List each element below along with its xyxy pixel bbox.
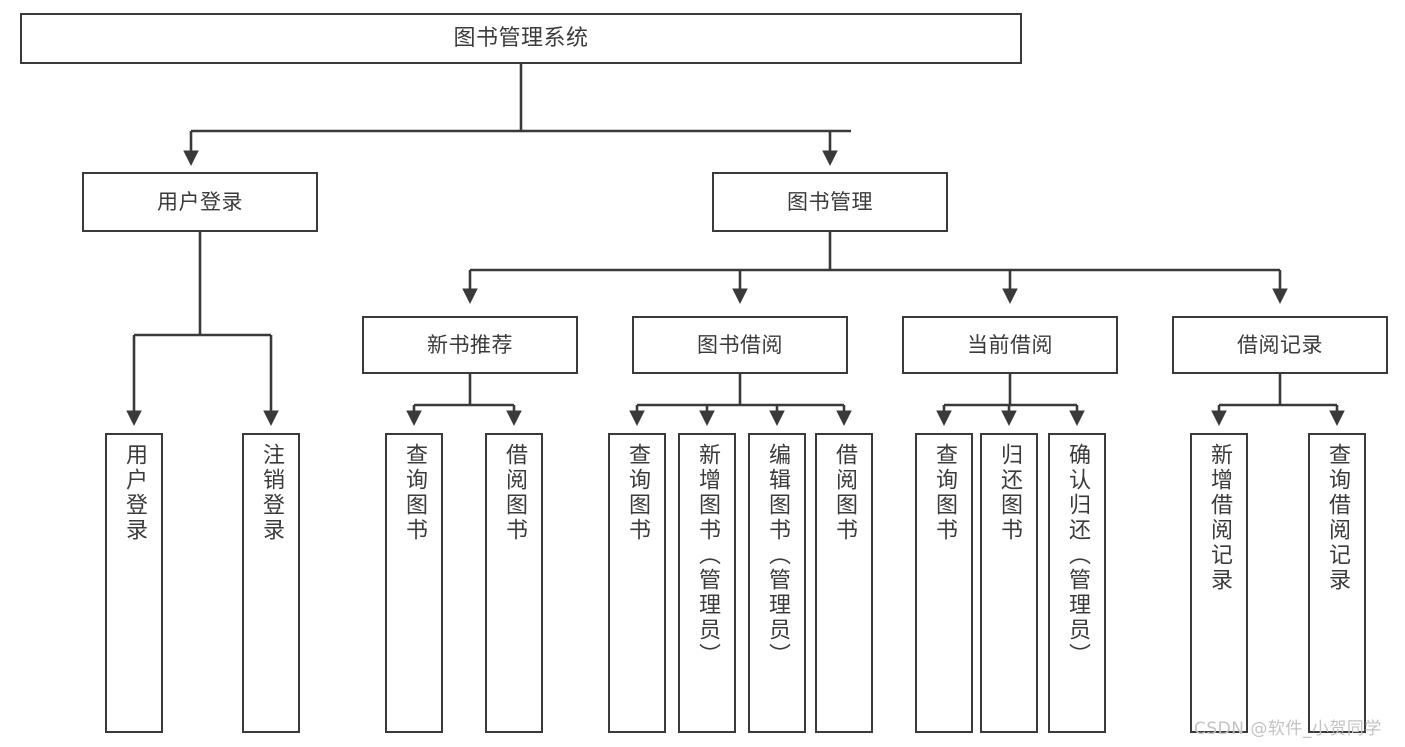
node-leaf-borrow-book-1[interactable]: 借阅图书 xyxy=(485,433,543,733)
node-book-manage[interactable]: 图书管理 xyxy=(712,172,948,232)
node-leaf-edit-book-label: 编辑图书（管理员） xyxy=(765,443,790,668)
node-leaf-query-record-label: 查询借阅记录 xyxy=(1325,443,1350,593)
node-book-borrow[interactable]: 图书借阅 xyxy=(632,316,848,374)
node-leaf-user-login[interactable]: 用户登录 xyxy=(105,433,163,733)
node-leaf-query-book-1-label: 查询图书 xyxy=(402,443,427,543)
node-leaf-add-book-label: 新增图书（管理员） xyxy=(695,443,720,668)
node-leaf-confirm-return-label: 确认归还（管理员） xyxy=(1065,443,1090,668)
node-root[interactable]: 图书管理系统 xyxy=(20,13,1022,64)
node-borrow-record-label: 借阅记录 xyxy=(1237,332,1323,357)
node-book-manage-label: 图书管理 xyxy=(787,189,873,214)
node-borrow-record[interactable]: 借阅记录 xyxy=(1172,316,1388,374)
node-leaf-edit-book[interactable]: 编辑图书（管理员） xyxy=(748,433,806,733)
node-current-borrow-label: 当前借阅 xyxy=(967,332,1053,357)
node-leaf-borrow-book-2[interactable]: 借阅图书 xyxy=(815,433,873,733)
node-leaf-borrow-book-1-label: 借阅图书 xyxy=(502,443,527,543)
csdn-watermark: CSDN @软件_小贺同学 xyxy=(1194,719,1382,739)
node-leaf-add-book[interactable]: 新增图书（管理员） xyxy=(678,433,736,733)
node-leaf-return-book-label: 归还图书 xyxy=(997,443,1022,543)
node-leaf-add-record[interactable]: 新增借阅记录 xyxy=(1190,433,1248,733)
node-leaf-query-book-2[interactable]: 查询图书 xyxy=(608,433,666,733)
node-root-label: 图书管理系统 xyxy=(453,25,589,51)
node-new-book-rec-label: 新书推荐 xyxy=(427,332,513,357)
node-book-borrow-label: 图书借阅 xyxy=(697,332,783,357)
node-leaf-query-book-3-label: 查询图书 xyxy=(932,443,957,543)
node-leaf-query-book-2-label: 查询图书 xyxy=(625,443,650,543)
node-leaf-add-record-label: 新增借阅记录 xyxy=(1207,443,1232,593)
node-leaf-logout-label: 注销登录 xyxy=(259,443,284,543)
node-leaf-query-record[interactable]: 查询借阅记录 xyxy=(1308,433,1366,733)
node-leaf-logout[interactable]: 注销登录 xyxy=(242,433,300,733)
node-user-login[interactable]: 用户登录 xyxy=(82,172,318,232)
node-user-login-label: 用户登录 xyxy=(157,189,243,214)
node-leaf-confirm-return[interactable]: 确认归还（管理员） xyxy=(1048,433,1106,733)
node-leaf-user-login-label: 用户登录 xyxy=(122,443,147,543)
node-leaf-return-book[interactable]: 归还图书 xyxy=(980,433,1038,733)
node-new-book-rec[interactable]: 新书推荐 xyxy=(362,316,578,374)
node-leaf-query-book-1[interactable]: 查询图书 xyxy=(385,433,443,733)
node-current-borrow[interactable]: 当前借阅 xyxy=(902,316,1118,374)
node-leaf-borrow-book-2-label: 借阅图书 xyxy=(832,443,857,543)
node-leaf-query-book-3[interactable]: 查询图书 xyxy=(915,433,973,733)
